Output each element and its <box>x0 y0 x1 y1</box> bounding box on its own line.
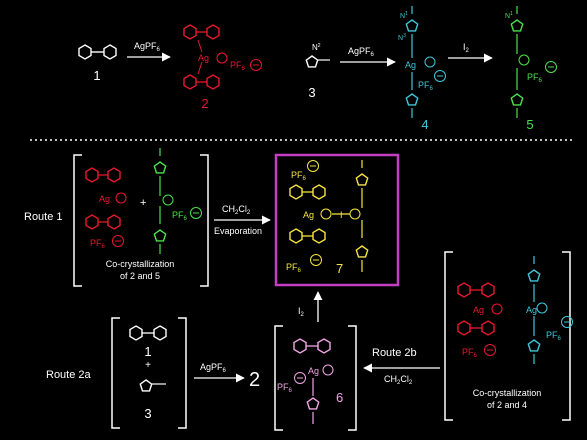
route2b-complex-2 <box>457 282 503 336</box>
ag-label-7: Ag <box>303 210 314 220</box>
route1-label: Route 1 <box>24 211 63 223</box>
route2b-ag-cyan: Ag <box>526 305 537 315</box>
route1-complex-5 <box>153 148 174 254</box>
ag-label-6: Ag <box>308 366 319 376</box>
compound-4-label: 4 <box>421 117 428 132</box>
ag-label-4: Ag <box>405 60 416 70</box>
route1-pf6-red: PF6 <box>90 238 106 250</box>
n2-label-3: N2 <box>312 43 321 52</box>
complex-2 <box>183 24 228 90</box>
route1-caption-2: of 2 and 5 <box>120 271 160 281</box>
pf6-7-top: PF6 <box>291 170 307 182</box>
triazole-3 <box>305 55 330 68</box>
route1-solvent: CH2Cl2 <box>222 204 251 216</box>
product-7-box <box>274 153 400 287</box>
intermediate-6-bracket <box>274 325 357 431</box>
route2b-pf6-red: PF6 <box>462 347 478 359</box>
n1-label-5: N1 <box>505 11 513 20</box>
pf6-label-2: PF6 <box>230 60 246 72</box>
iodine-label-7: I <box>340 210 343 220</box>
compound-3-label: 3 <box>308 85 315 100</box>
compound-1-label: 1 <box>93 68 100 83</box>
ag-label-2: Ag <box>198 53 209 63</box>
compound-7-label: 7 <box>336 261 343 276</box>
reagent-agpf6-b: AgPF6 <box>348 46 375 58</box>
complex-7 <box>289 160 369 272</box>
pf6-label-4: PF6 <box>418 80 434 92</box>
route1-caption-1: Co-crystallization <box>106 259 175 269</box>
minus-charge-2 <box>250 59 262 71</box>
compound-5-label: 5 <box>526 117 533 132</box>
reagent-i2: I2 <box>463 42 470 54</box>
route1-bracket <box>73 154 209 287</box>
route2a-reagent: AgPF6 <box>200 362 227 374</box>
pf6-label-6: PF6 <box>277 382 293 394</box>
route1-plus: + <box>140 197 146 209</box>
route2a-result: 2 <box>249 369 260 391</box>
route2b-pf6-cyan: PF6 <box>546 330 562 342</box>
complex-4 <box>405 6 436 118</box>
route2b-ag-red: Ag <box>473 305 484 315</box>
bipyridine-1 <box>78 44 117 60</box>
route2a-bracket <box>111 317 187 429</box>
route2a-cmpd3: 3 <box>144 406 151 421</box>
route2b-solvent: CH2Cl2 <box>384 374 413 386</box>
n1-label-4: N1 <box>400 11 408 20</box>
complex-6 <box>293 338 334 424</box>
route2b-caption-2: of 2 and 4 <box>487 400 527 410</box>
reagent-agpf6-a: AgPF6 <box>134 41 161 53</box>
minus-charge-5 <box>545 61 557 73</box>
compound-2-label: 2 <box>201 96 208 111</box>
route1-complex-2 <box>85 167 127 230</box>
route1-ag-label: Ag <box>99 194 110 204</box>
route2a-bipyridine <box>129 325 167 341</box>
pf6-7-bottom: PF6 <box>286 262 302 274</box>
route2a-label: Route 2a <box>46 369 92 381</box>
compound-6-label: 6 <box>336 390 343 405</box>
minus-charge-4 <box>434 70 446 82</box>
route2a-plus: + <box>145 360 151 371</box>
route1-pf6-green: PF6 <box>172 210 188 222</box>
route2a-triazole <box>139 379 166 392</box>
route2b-label: Route 2b <box>372 347 417 359</box>
route1-condition: Evaporation <box>214 226 262 236</box>
i2-up-label: I2 <box>298 306 305 318</box>
route2a-cmpd1: 1 <box>144 344 151 359</box>
route2b-complex-4 <box>527 256 548 364</box>
route2b-bracket <box>444 251 571 421</box>
route2b-caption-1: Co-crystallization <box>473 388 542 398</box>
pf6-label-5: PF6 <box>527 72 543 84</box>
complex-5 <box>510 6 530 118</box>
n3-label-4: N3 <box>398 33 406 42</box>
